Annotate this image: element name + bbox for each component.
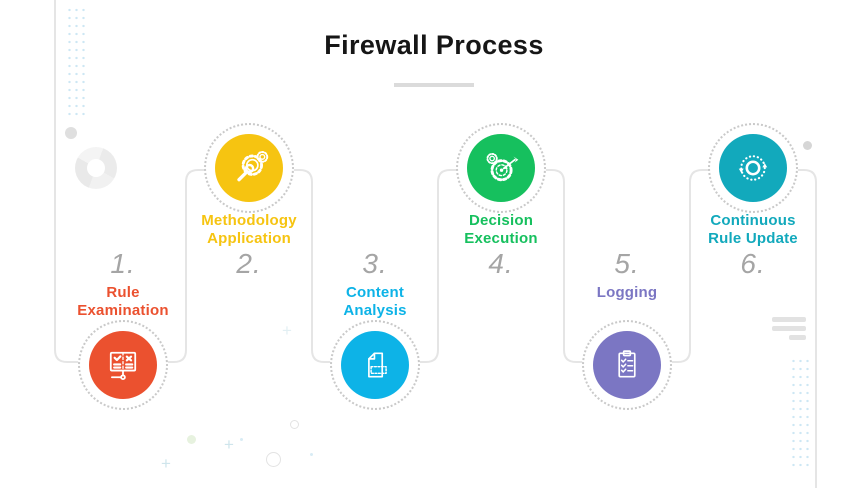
rule-examination-icon [89,331,157,399]
donut-decoration [75,147,117,189]
dot-grid-bottom-right [790,357,811,467]
step-circle [582,320,672,410]
step-label: Logging [596,284,658,301]
step-number: 3. [362,248,388,279]
step-5-logging: 5. Logging [565,0,689,488]
step-circle [456,123,546,213]
step-circle [78,320,168,410]
wrench-gear-icon [215,134,283,202]
circle-outline-decoration [290,420,299,429]
step-number: 5. [614,248,640,279]
plus-decoration: + [282,321,292,340]
plus-decoration: + [224,435,234,454]
gear-target-dart-icon [467,134,535,202]
refresh-cycle-icon [719,134,787,202]
bar-decoration [772,317,806,322]
checklist-clipboard-icon [593,331,661,399]
green-dot-decoration [187,435,196,444]
step-circle [204,123,294,213]
tiny-dot-decoration [240,438,243,441]
gray-dot-decoration [65,127,77,139]
tiny-dot-decoration [310,453,313,456]
gray-dot-decoration [803,141,812,150]
step-number: 2. [236,248,262,279]
step-number: 1. [110,248,136,279]
plus-decoration: + [161,454,171,473]
document-scan-icon [341,331,409,399]
step-circle [330,320,420,410]
circle-outline-decoration [266,452,281,467]
dot-grid-top-left [66,6,87,116]
bar-decoration [789,335,806,340]
bar-decoration [772,326,806,331]
step-number: 4. [488,248,514,279]
page-title: Firewall Process [324,30,544,60]
step-number: 6. [740,248,766,279]
title-underline [394,83,474,87]
step-circle [708,123,798,213]
